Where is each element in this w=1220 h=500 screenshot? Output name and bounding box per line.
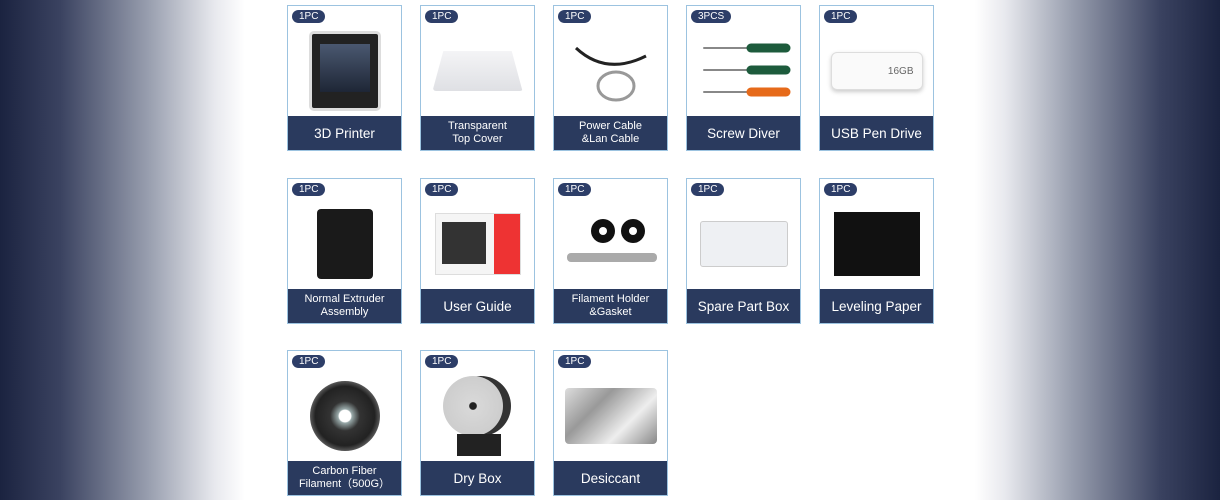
quantity-badge: 1PC <box>558 10 592 23</box>
quantity-badge: 1PC <box>292 183 326 196</box>
spare-box-image <box>687 199 800 289</box>
item-card: 1PC Dry Box <box>420 350 535 496</box>
desiccant-image <box>554 371 667 461</box>
item-label: Leveling Paper <box>820 289 933 323</box>
item-label: Power Cable &Lan Cable <box>554 116 667 150</box>
quantity-badge: 1PC <box>425 10 459 23</box>
item-label: Spare Part Box <box>687 289 800 323</box>
extruder-image <box>288 199 401 289</box>
quantity-badge: 1PC <box>558 355 592 368</box>
item-label: Filament Holder &Gasket <box>554 289 667 323</box>
quantity-badge: 1PC <box>824 10 858 23</box>
item-label: Desiccant <box>554 461 667 495</box>
item-label: Transparent Top Cover <box>421 116 534 150</box>
printer-image <box>288 26 401 116</box>
quantity-badge: 1PC <box>425 355 459 368</box>
usb-capacity-text: 16GB <box>830 52 923 90</box>
item-label: Carbon Fiber Filament（500G） <box>288 461 401 495</box>
item-label: Screw Diver <box>687 116 800 150</box>
item-label: User Guide <box>421 289 534 323</box>
filament-holder-image <box>554 199 667 289</box>
item-card: 1PC User Guide <box>420 178 535 324</box>
item-label: 3D Printer <box>288 116 401 150</box>
item-label: Dry Box <box>421 461 534 495</box>
item-card: 1PC 16GB USB Pen Drive <box>819 5 934 151</box>
item-card: 3PCS Screw Diver <box>686 5 801 151</box>
screwdriver-image <box>687 26 800 116</box>
quantity-badge: 1PC <box>292 10 326 23</box>
item-label: Normal Extruder Assembly <box>288 289 401 323</box>
item-card: 1PC Leveling Paper <box>819 178 934 324</box>
dry-box-image <box>421 371 534 461</box>
item-label: USB Pen Drive <box>820 116 933 150</box>
leveling-paper-image <box>820 199 933 289</box>
user-guide-image <box>421 199 534 289</box>
item-card: 1PC Filament Holder &Gasket <box>553 178 668 324</box>
item-card: 1PC Normal Extruder Assembly <box>287 178 402 324</box>
quantity-badge: 1PC <box>691 183 725 196</box>
item-card: 1PC Carbon Fiber Filament（500G） <box>287 350 402 496</box>
quantity-badge: 1PC <box>425 183 459 196</box>
top-cover-image <box>421 26 534 116</box>
quantity-badge: 1PC <box>824 183 858 196</box>
item-card: 1PC 3D Printer <box>287 5 402 151</box>
quantity-badge: 3PCS <box>691 10 732 23</box>
cables-image <box>554 26 667 116</box>
filament-spool-image <box>288 371 401 461</box>
item-card: 1PC Transparent Top Cover <box>420 5 535 151</box>
item-card: 1PC Desiccant <box>553 350 668 496</box>
quantity-badge: 1PC <box>558 183 592 196</box>
item-card: 1PC Spare Part Box <box>686 178 801 324</box>
quantity-badge: 1PC <box>292 355 326 368</box>
usb-drive-image: 16GB <box>820 26 933 116</box>
item-card: 1PC Power Cable &Lan Cable <box>553 5 668 151</box>
